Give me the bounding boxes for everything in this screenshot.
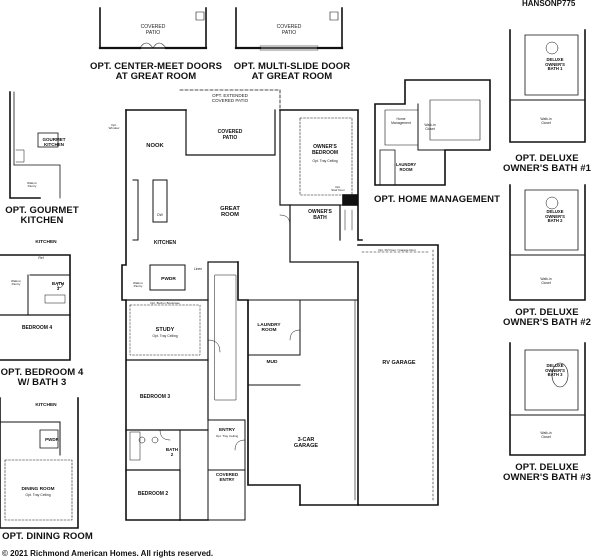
main-floor-plan — [121, 89, 439, 521]
room-entry: ENTRY — [218, 428, 236, 433]
title-dining-room: OPT. DINING ROOM — [2, 531, 93, 542]
room-kitchen-b4: KITCHEN — [35, 240, 57, 245]
note-entry: Opt. Tray Ceiling — [215, 434, 239, 438]
room-laundry-hm: LAUNDRY ROOM — [395, 162, 417, 172]
label-linen-main: Linen — [193, 267, 203, 271]
opt-home-management-plan — [374, 79, 491, 186]
label-walkin-closet-3: Walk-in Closet — [540, 431, 552, 439]
room-great-room: GREAT ROOM — [220, 206, 240, 219]
label-walkin-closet-1: Walk-in Closet — [540, 117, 552, 125]
note-opt-rv-door: Opt. RV Door / Garage Door — [378, 248, 416, 252]
opt-deluxe-bath-plans — [509, 29, 586, 456]
room-covered-patio-a: COVERED PATIO — [140, 24, 166, 36]
title-deluxe-bath-3: OPT. DELUXE OWNER'S BATH #3 — [502, 462, 592, 484]
room-kitchen: KITCHEN — [153, 240, 177, 246]
label-ref-b4: Ref — [38, 256, 44, 260]
title-gourmet-kitchen: OPT. GOURMET KITCHEN — [5, 205, 79, 227]
room-bedroom4: BEDROOM 4 — [21, 325, 53, 331]
opt-bedroom4-plan — [0, 254, 71, 361]
opt-gourmet-kitchen-plan — [9, 91, 61, 199]
title-multi-slide-door: OPT. MULTI-SLIDE DOOR AT GREAT ROOM — [233, 61, 351, 83]
label-opt-window: Opt. Window — [108, 123, 120, 131]
plan-id: HANSONP775 — [522, 0, 576, 8]
room-bath2: BATH 2 — [165, 447, 179, 457]
room-pwdr: PWDR — [161, 277, 176, 282]
label-home-management: Home Management — [391, 117, 411, 125]
title-deluxe-bath-1: OPT. DELUXE OWNER'S BATH #1 — [502, 153, 592, 175]
opt-dining-room-plan — [0, 397, 79, 529]
title-center-meet-doors: OPT. CENTER-MEET DOORS AT GREAT ROOM — [89, 61, 223, 83]
label-walkin-closet-hm: Walk-in Closet — [424, 123, 436, 131]
room-mud: MUD — [266, 360, 278, 365]
room-study: STUDY — [155, 327, 175, 333]
room-deluxe-bath-3: DELUXE OWNER'S BATH 3 — [545, 363, 565, 378]
room-deluxe-bath-2: DELUXE OWNER'S BATH 2 — [545, 209, 565, 224]
room-bedroom2: BEDROOM 2 — [137, 491, 169, 497]
label-opt-stair-door: Opt. Stair Door — [331, 185, 345, 193]
room-rv-garage: RV GARAGE — [382, 360, 416, 366]
label-walkin-pantry-main: Walk-in Pantry — [133, 281, 143, 289]
note-study: Opt. Tray Ceiling — [152, 334, 178, 338]
label-walkin-pantry-gk: Walk-in Pantry — [27, 181, 37, 189]
copyright: © 2021 Richmond American Homes. All righ… — [2, 549, 214, 558]
room-deluxe-bath-1: DELUXE OWNER'S BATH 1 — [545, 57, 565, 72]
room-kitchen-dr: KITCHEN — [35, 403, 57, 408]
room-bath3: BATH 3 — [51, 281, 65, 291]
room-gourmet-kitchen: GOURMET KITCHEN — [42, 137, 66, 147]
title-deluxe-bath-2: OPT. DELUXE OWNER'S BATH #2 — [502, 307, 592, 329]
label-walkin-pantry-b4: Walk-in Pantry — [11, 279, 21, 287]
room-opt-extended-patio: OPT. EXTENDED COVERED PATIO — [211, 93, 249, 103]
room-nook: NOOK — [146, 143, 164, 149]
title-home-management: OPT. HOME MANAGEMENT — [373, 194, 501, 205]
room-owners-bath: OWNER'S BATH — [308, 209, 332, 221]
note-owners-bedroom: Opt. Tray Ceiling — [312, 159, 338, 163]
room-pwdr-dr: PWDR — [45, 437, 59, 442]
room-3car-garage: 3-CAR GARAGE — [293, 437, 319, 450]
opt-center-meet-doors-plan — [98, 7, 208, 50]
room-bedroom3: BEDROOM 3 — [139, 394, 171, 400]
room-covered-patio-main: COVERED PATIO — [217, 129, 243, 141]
label-dw-main: DW — [157, 213, 163, 217]
room-laundry: LAUNDRY ROOM — [257, 323, 281, 334]
room-owners-bedroom: OWNER'S BEDROOM — [311, 144, 339, 156]
note-built-in-bookcase: Opt. Built-in Bookcase — [150, 301, 180, 305]
room-covered-patio-b: COVERED PATIO — [276, 24, 302, 36]
room-dining: DINING ROOM — [21, 487, 55, 492]
room-covered-entry: COVERED ENTRY — [215, 472, 239, 482]
title-bedroom4-bath3: OPT. BEDROOM 4 W/ BATH 3 — [0, 367, 84, 389]
note-dining: Opt. Tray Ceiling — [25, 493, 51, 497]
opt-multi-slide-door-plan — [234, 7, 344, 51]
label-walkin-closet-2: Walk-in Closet — [540, 277, 552, 285]
